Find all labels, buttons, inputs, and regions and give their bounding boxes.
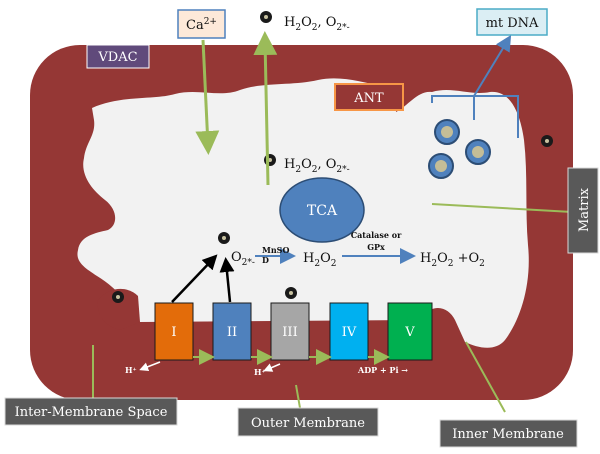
- proton-label-1: H⁺: [125, 365, 137, 375]
- complex-i-label: I: [171, 325, 176, 340]
- mnsod-label-2: D: [262, 255, 269, 265]
- catalase-label-2: GPx: [367, 242, 385, 252]
- complex-iii-label: III: [282, 325, 297, 340]
- mnsod-label-1: MnSO: [262, 245, 289, 255]
- calcium-label: Ca2+: [186, 17, 217, 33]
- vdac-label-box: VDAC: [86, 44, 150, 69]
- complex-ii-ros-arrow: [219, 257, 235, 303]
- inner-membrane-bay: [97, 288, 140, 330]
- h2o2-text: H2O2: [303, 251, 336, 269]
- matrix-label-box: Matrix: [567, 167, 599, 254]
- mtdna-label-box: mt DNA: [476, 8, 548, 36]
- vdac-label: VDAC: [97, 50, 137, 65]
- etc-complexes: I II III IV V: [154, 302, 433, 361]
- complex-i-ros-arrow: [171, 254, 218, 303]
- ros-efflux-arrow: [253, 31, 278, 186]
- calcium-influx-arrow: [195, 39, 220, 155]
- matrix-label: Matrix: [577, 187, 592, 232]
- proton-arrow-2: [263, 363, 281, 372]
- complex-ii: [212, 302, 252, 361]
- ims-label-box: Inter-Membrane Space: [4, 397, 178, 426]
- complex-i: [154, 302, 194, 361]
- tca-label: TCA: [307, 203, 338, 219]
- catalase-label-1: Catalase or: [351, 230, 402, 240]
- complex-iv: [329, 302, 369, 361]
- mtdna-bracket: [431, 34, 519, 138]
- matrix-ros-text: H2O2, O2*-: [284, 157, 350, 175]
- inner-membrane-pointer: [465, 341, 506, 413]
- calcium-label-box: Ca2+: [177, 9, 226, 39]
- inner-membrane-label: Inner Membrane: [452, 427, 564, 442]
- ant-label: ANT: [353, 91, 384, 106]
- adp-label: ADP + Pi →: [357, 365, 408, 375]
- complex-v: [387, 302, 433, 361]
- ims-label: Inter-Membrane Space: [15, 405, 168, 420]
- outer-membrane-label-box: Outer Membrane: [237, 407, 379, 437]
- outer-membrane-pointer: [295, 384, 301, 409]
- outer-membrane-label: Outer Membrane: [251, 416, 365, 431]
- matrix-pointer: [431, 203, 573, 213]
- complex-v-label: V: [404, 325, 415, 340]
- complex-ii-label: II: [227, 325, 237, 340]
- ant-label-box: ANT: [334, 83, 404, 111]
- tca-cycle: [279, 177, 365, 243]
- proton-arrow-1: [139, 361, 161, 372]
- product-text: H2O2 +O2: [420, 251, 485, 269]
- inner-membrane-label-box: Inner Membrane: [439, 419, 578, 448]
- complex-iv-label: IV: [342, 325, 357, 340]
- top-ros-text: H2O2, O2*-: [284, 15, 350, 33]
- mtdna-label: mt DNA: [486, 16, 539, 31]
- mtdna-circles: [428, 119, 491, 179]
- proton-label-2: H⁺: [254, 367, 266, 377]
- complex-iii: [270, 302, 310, 361]
